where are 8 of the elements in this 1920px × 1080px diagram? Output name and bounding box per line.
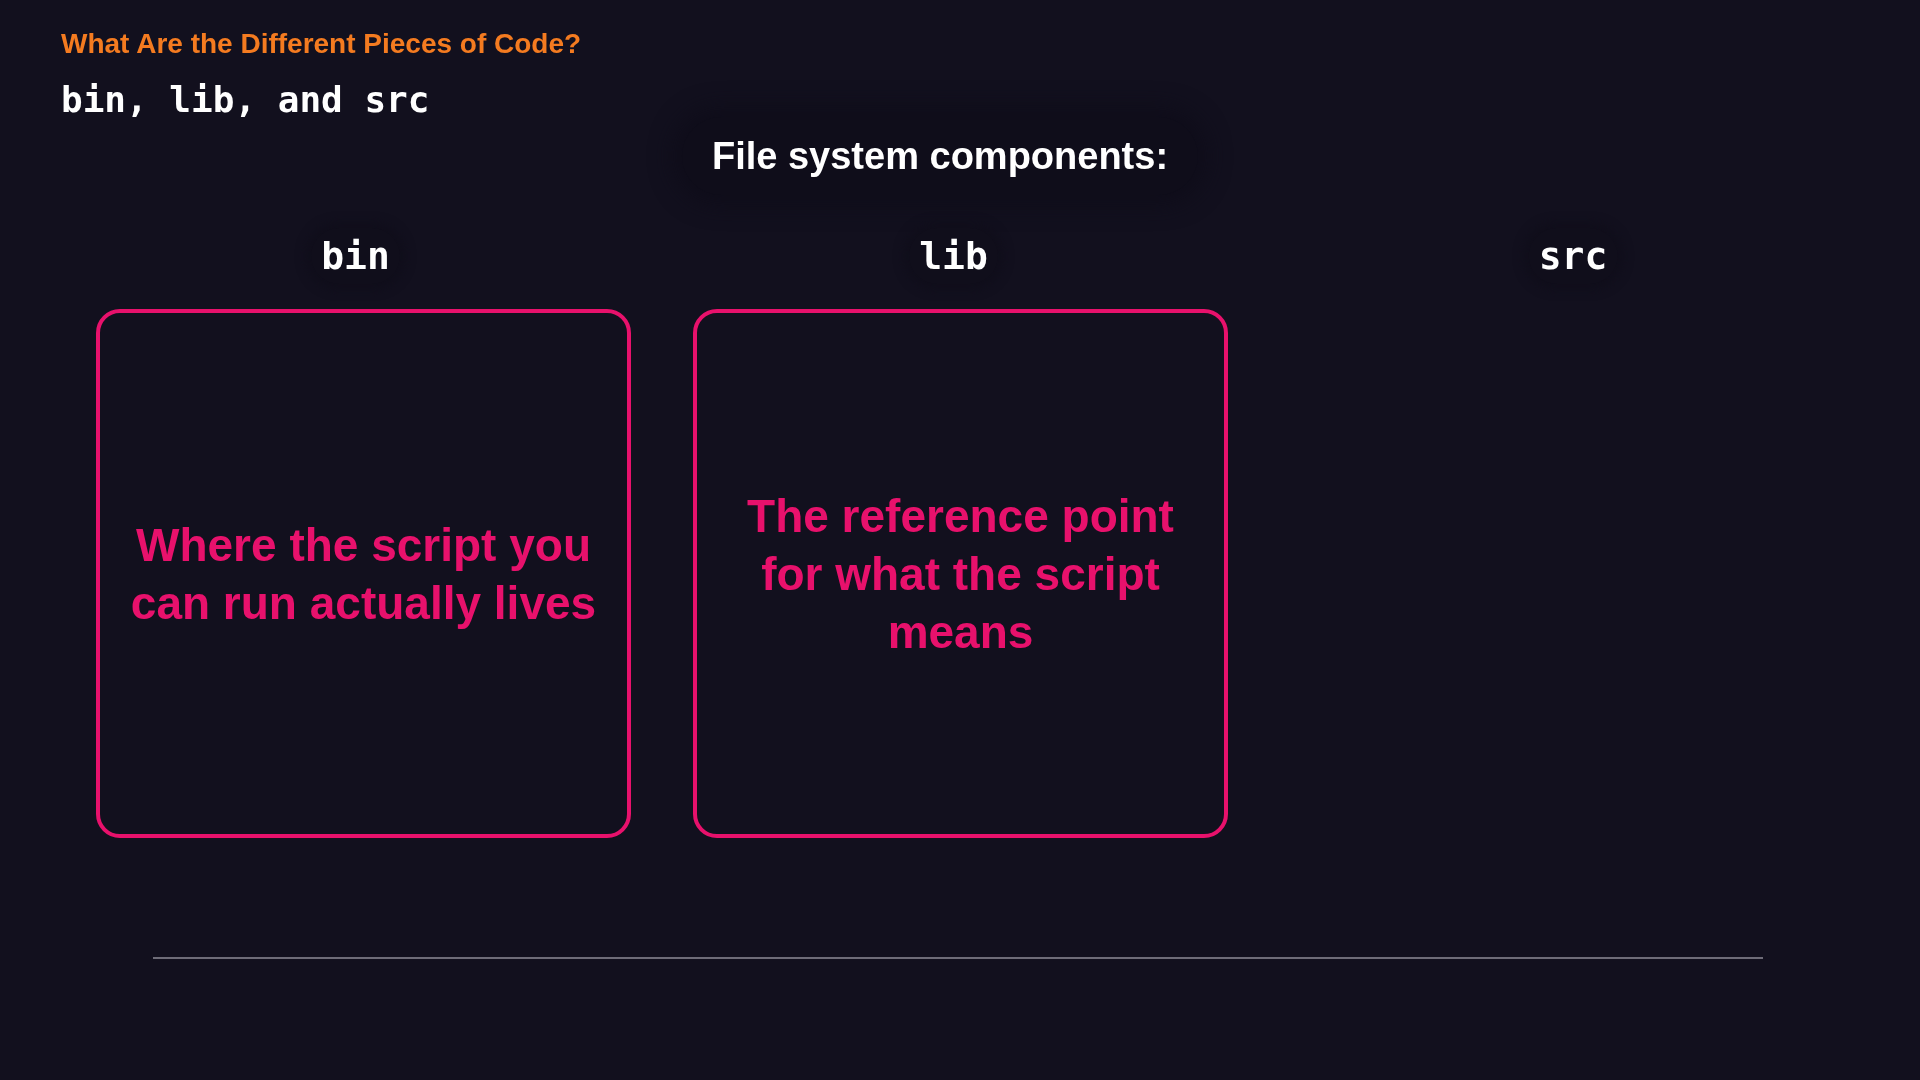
description-text: Where the script you can run actually lives bbox=[129, 517, 598, 631]
subtitle: bin, lib, and src bbox=[61, 78, 430, 122]
column-heading: bin bbox=[311, 228, 400, 284]
section-heading: File system components: bbox=[681, 117, 1199, 195]
column-heading: lib bbox=[909, 228, 998, 284]
slide-title: What Are the Different Pieces of Code? bbox=[61, 27, 582, 61]
column-heading: src bbox=[1528, 228, 1618, 284]
description-text: The reference point for what the script means bbox=[746, 488, 1175, 660]
